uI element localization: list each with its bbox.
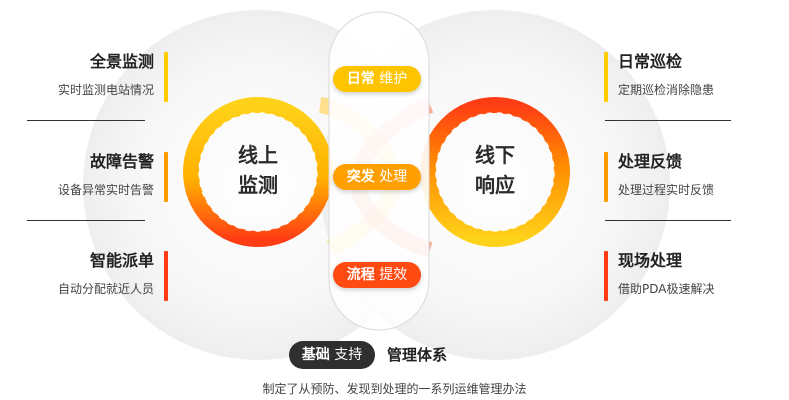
left-item-panorama: 全景监测 实时监测电站情况 [4,52,168,102]
ring-label-offline: 线下 响应 [455,140,535,200]
accent-bar [604,52,608,102]
pill-emergency: 突发 处理 [333,164,421,190]
accent-bar [164,251,168,301]
left-divider-1 [27,120,145,121]
ring-label-line: 线上 [238,143,278,167]
right-item-feedback: 处理反馈 处理过程实时反馈 [604,152,768,202]
item-title: 日常巡检 [618,52,683,71]
left-divider-2 [27,220,145,221]
left-ring [183,97,333,247]
pill-light: 处理 [379,169,408,185]
left-ring-dashes [198,112,318,232]
item-desc: 借助PDA极速解决 [618,282,715,296]
item-desc: 自动分配就近人员 [57,282,154,296]
item-desc: 处理过程实时反馈 [618,183,715,197]
pill-light: 维护 [379,71,408,87]
item-title: 故障告警 [89,152,154,171]
right-item-inspection: 日常巡检 定期巡检消除隐患 [604,52,768,102]
ring-label-line: 监测 [238,173,278,197]
item-title: 全景监测 [89,52,154,71]
base-support-pill: 基础 支持 [289,341,375,369]
left-item-dispatch: 智能派单 自动分配就近人员 [4,251,168,301]
item-title: 处理反馈 [618,152,683,171]
accent-bar [164,52,168,102]
pill-strong: 流程 [346,267,375,283]
pill-daily-maintenance: 日常 维护 [333,66,421,92]
pill-process: 流程 提效 [333,262,421,288]
pill-light: 提效 [379,267,408,283]
ring-label-line: 线下 [475,143,515,167]
pill-strong: 突发 [346,169,375,185]
ring-label-line: 响应 [475,173,515,197]
pill-light: 支持 [334,347,363,363]
caption: 制定了从预防、发现到处理的一系列运维管理办法 [262,382,527,396]
accent-bar [604,251,608,301]
item-title: 智能派单 [89,251,154,270]
pill-strong: 基础 [301,347,330,363]
accent-bar [164,152,168,202]
accent-bar [604,152,608,202]
item-desc: 定期巡检消除隐患 [618,83,715,97]
item-desc: 实时监测电站情况 [57,83,154,97]
left-item-fault-alarm: 故障告警 设备异常实时告警 [4,152,168,202]
right-ring-dashes [435,112,555,232]
management-system-label: 管理体系 [387,346,448,364]
right-divider-2 [605,220,731,221]
right-divider-1 [605,120,731,121]
item-desc: 设备异常实时告警 [57,183,154,197]
ring-label-online: 线上 监测 [218,140,298,200]
item-title: 现场处理 [618,251,683,270]
right-item-onsite: 现场处理 借助PDA极速解决 [604,251,768,301]
pill-strong: 日常 [346,71,375,87]
